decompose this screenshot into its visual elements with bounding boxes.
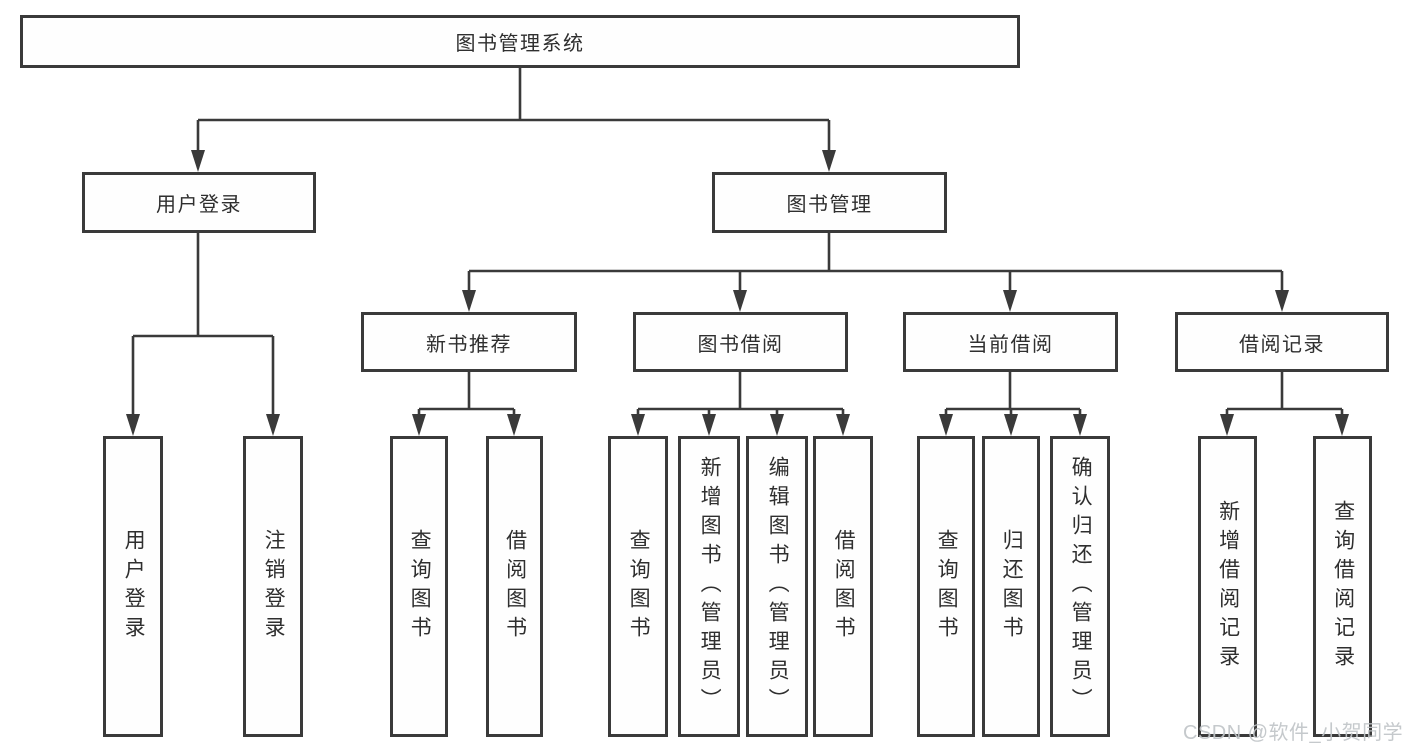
leaf-return-book: 归还图书	[982, 436, 1040, 737]
arrow-down-icon	[1275, 290, 1289, 312]
connectors-current-borrow-branch	[939, 372, 1087, 436]
leaf-query-borrow-record-label: 查询借阅记录	[1331, 499, 1355, 674]
leaf-user-login: 用户登录	[103, 436, 163, 737]
arrow-down-icon	[1003, 290, 1017, 312]
arrow-down-icon	[1335, 414, 1349, 436]
node-root-label: 图书管理系统	[455, 33, 585, 55]
arrow-down-icon	[702, 414, 716, 436]
node-new-book-rec: 新书推荐	[361, 312, 577, 372]
node-current-borrow: 当前借阅	[903, 312, 1118, 372]
node-book-mgmt: 图书管理	[712, 172, 947, 233]
connectors-borrow-record-branch	[1220, 372, 1349, 436]
arrow-down-icon	[1073, 414, 1087, 436]
node-new-book-rec-label: 新书推荐	[426, 333, 512, 356]
leaf-rec-borrow-book: 借阅图书	[486, 436, 543, 737]
leaf-borrow-borrow-book-label: 借阅图书	[832, 528, 856, 645]
leaf-add-borrow-record: 新增借阅记录	[1198, 436, 1257, 737]
leaf-rec-borrow-book-label: 借阅图书	[503, 528, 527, 645]
leaf-add-book-admin-label: 新增图书（管理员）	[698, 456, 722, 717]
node-borrow-record-label: 借阅记录	[1239, 333, 1325, 356]
arrow-down-icon	[631, 414, 645, 436]
node-book-mgmt-label: 图书管理	[786, 194, 873, 216]
leaf-edit-book-admin: 编辑图书（管理员）	[746, 436, 808, 737]
leaf-add-borrow-record-label: 新增借阅记录	[1216, 499, 1240, 674]
node-user-login: 用户登录	[82, 172, 316, 233]
connectors-user-login-branch	[126, 233, 280, 436]
leaf-query-borrow-record: 查询借阅记录	[1313, 436, 1372, 737]
arrow-down-icon	[822, 150, 836, 172]
node-root: 图书管理系统	[20, 15, 1020, 68]
leaf-confirm-return-admin: 确认归还（管理员）	[1050, 436, 1110, 737]
arrow-down-icon	[462, 290, 476, 312]
leaf-borrow-borrow-book: 借阅图书	[813, 436, 873, 737]
leaf-current-query-book: 查询图书	[917, 436, 975, 737]
leaf-borrow-query-book: 查询图书	[608, 436, 668, 737]
arrow-down-icon	[836, 414, 850, 436]
leaf-add-book-admin: 新增图书（管理员）	[678, 436, 740, 737]
leaf-borrow-query-book-label: 查询图书	[627, 528, 651, 645]
connectors-root-to-level2	[191, 68, 836, 172]
arrow-down-icon	[939, 414, 953, 436]
watermark: CSDN @软件_小贺同学	[1183, 722, 1404, 744]
node-book-borrow: 图书借阅	[633, 312, 848, 372]
arrow-down-icon	[266, 414, 280, 436]
arrow-down-icon	[733, 290, 747, 312]
connectors-book-borrow-branch	[631, 372, 850, 436]
connectors-new-book-rec-branch	[412, 372, 521, 436]
leaf-return-book-label: 归还图书	[1000, 528, 1024, 645]
arrow-down-icon	[770, 414, 784, 436]
arrow-down-icon	[1004, 414, 1018, 436]
node-user-login-label: 用户登录	[156, 194, 242, 216]
leaf-edit-book-admin-label: 编辑图书（管理员）	[766, 456, 790, 717]
arrow-down-icon	[126, 414, 140, 436]
node-current-borrow-label: 当前借阅	[967, 333, 1054, 356]
arrow-down-icon	[507, 414, 521, 436]
leaf-rec-query-book-label: 查询图书	[408, 528, 432, 645]
node-book-borrow-label: 图书借阅	[697, 333, 784, 356]
arrow-down-icon	[191, 150, 205, 172]
node-borrow-record: 借阅记录	[1175, 312, 1389, 372]
leaf-user-login-label: 用户登录	[122, 528, 146, 645]
leaf-current-query-book-label: 查询图书	[935, 528, 959, 645]
leaf-logout: 注销登录	[243, 436, 303, 737]
arrow-down-icon	[1220, 414, 1234, 436]
leaf-rec-query-book: 查询图书	[390, 436, 448, 737]
leaf-confirm-return-admin-label: 确认归还（管理员）	[1069, 456, 1093, 717]
arrow-down-icon	[412, 414, 426, 436]
connectors-book-mgmt-to-level3	[462, 233, 1289, 312]
leaf-logout-label: 注销登录	[262, 528, 286, 645]
